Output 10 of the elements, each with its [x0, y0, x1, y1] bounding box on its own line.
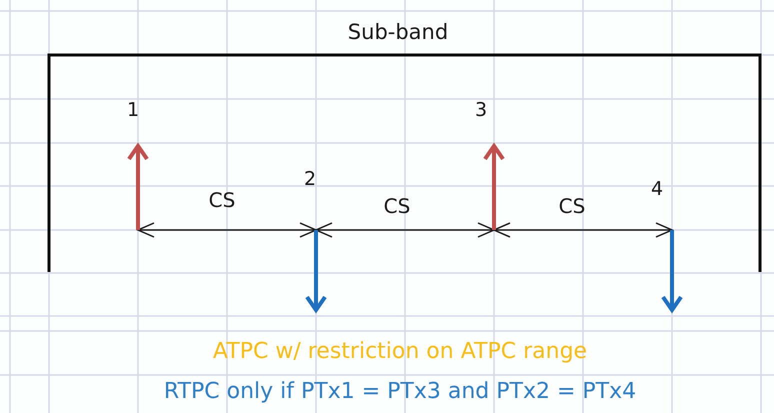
carrier-number: 1: [126, 101, 140, 120]
carrier-number: 2: [304, 170, 316, 189]
carrier-number: 4: [650, 180, 664, 199]
note: RTPC only if PTx1 = PTx3 and PTx2 = PTx4: [164, 381, 636, 403]
spacing-label: CS: [384, 196, 410, 216]
spacing-label: CS: [208, 190, 236, 210]
carrier-number: 3: [474, 101, 488, 120]
note: ATPC w/ restriction on ATPC range: [212, 341, 588, 363]
spacing-label: CS: [558, 196, 586, 216]
band-label: Sub-band: [348, 22, 448, 43]
